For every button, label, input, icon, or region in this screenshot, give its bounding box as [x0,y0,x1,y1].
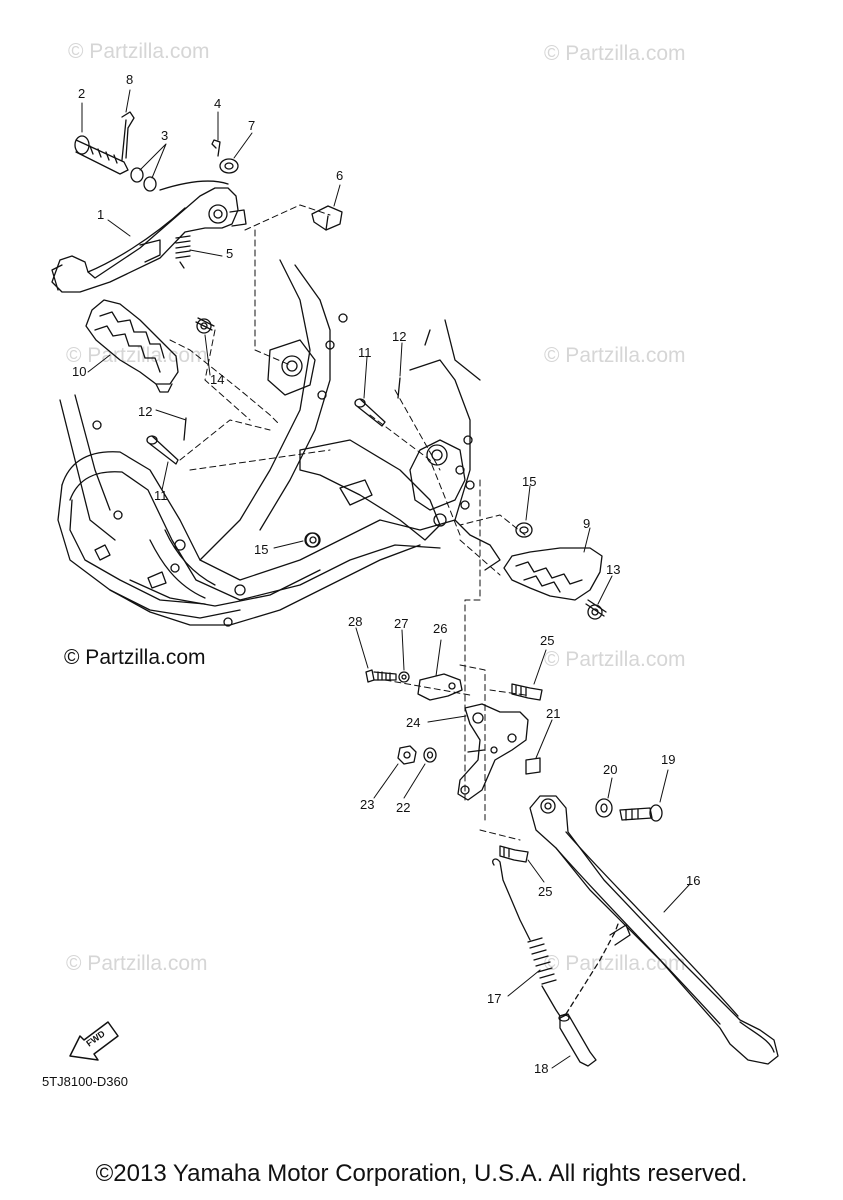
return-spring [175,235,191,269]
callout-28: 28 [348,614,363,629]
callout-19: 19 [661,752,676,767]
callout-12b: 12 [392,329,407,344]
watermark-main: © Partzilla.com [64,646,206,669]
watermark: © Partzilla.com [544,344,686,367]
callout-21: 21 [546,706,561,721]
washer [423,747,437,763]
callout-11a: 11 [154,488,168,503]
nut [397,745,417,765]
callout-2: 2 [78,86,86,101]
clevis-pin [211,139,221,157]
callout-14: 14 [210,372,225,387]
watermark: © Partzilla.com [544,42,686,65]
washer [219,158,239,174]
fwd-arrow-icon: FWD [69,1021,119,1061]
callout-8: 8 [126,72,134,87]
copyright-notice: ©2013 Yamaha Motor Corporation, U.S.A. A… [95,1160,748,1187]
o-rings [130,167,157,192]
sidestand [529,795,779,1065]
washer [515,522,533,538]
washer [304,532,320,548]
footrest-spring [195,317,215,334]
callout-17: 17 [487,991,502,1006]
watermark: © Partzilla.com [544,648,686,671]
callout-25a: 25 [540,633,555,648]
watermark: © Partzilla.com [66,952,208,975]
bracket-bolt [365,669,397,683]
sidestand-switch [417,673,463,701]
cotter-pin [397,377,401,399]
callout-23: 23 [360,797,375,812]
callout-leaders [81,89,691,1069]
stand-pin [558,1013,597,1067]
callout-27: 27 [394,616,409,631]
brake-pedal [51,180,247,293]
cotter-pin [183,417,187,441]
mounting-bolt [146,435,179,465]
callout-1: 1 [97,207,105,222]
callout-15a: 15 [254,542,269,557]
flange-bolt [499,845,529,863]
flange-bolt [511,683,543,701]
callout-10: 10 [72,364,87,379]
joint-pin [311,205,343,231]
callout-3: 3 [161,128,169,143]
callout-5: 5 [226,246,234,261]
cotter-pin [121,111,135,161]
callout-15b: 15 [522,474,537,489]
sidestand-bracket [457,703,529,801]
callout-18: 18 [534,1061,549,1076]
callout-16: 16 [686,873,701,888]
diagram-code: 5TJ8100-D360 [42,1074,128,1089]
pivot-bolt [74,135,129,175]
washer [595,798,613,818]
watermark: © Partzilla.com [68,40,210,63]
callout-26: 26 [433,621,448,636]
collar [398,671,410,683]
sidestand-spring [492,858,619,1017]
callout-13: 13 [606,562,621,577]
footrest-spring [585,599,607,620]
watermark: © Partzilla.com [544,952,686,975]
frame [57,259,501,627]
callout-9: 9 [583,516,591,531]
callout-11b: 11 [358,345,372,360]
callout-12a: 12 [138,404,153,419]
left-footrest [85,299,179,393]
callout-25b: 25 [538,884,553,899]
callout-4: 4 [214,96,222,111]
callout-6: 6 [336,168,344,183]
sidestand-bolt [619,804,663,822]
callout-20: 20 [603,762,618,777]
mounting-bolt [354,398,386,427]
collar [525,757,541,775]
callout-22: 22 [396,800,411,815]
fwd-label: FWD [84,1028,107,1048]
callout-24: 24 [406,715,421,730]
right-footrest [503,547,603,601]
callout-7: 7 [248,118,256,133]
reference-lines [169,204,526,841]
